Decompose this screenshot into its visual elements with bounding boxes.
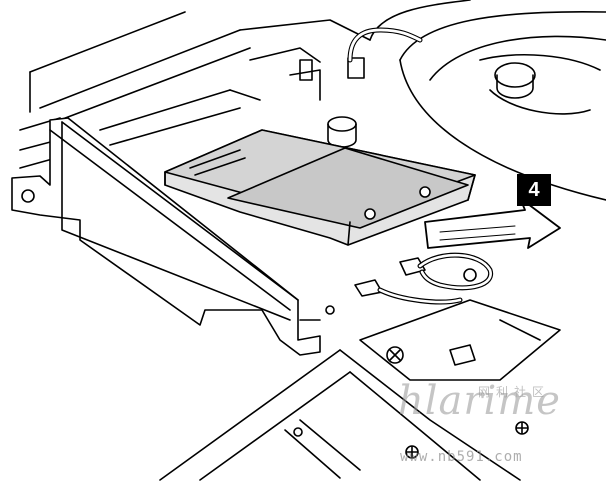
wireless-card [164,129,476,246]
chassis-outline [29,11,521,481]
watermark-url: www.nb591.com [400,449,523,465]
watermark-logo-text: hlarime [398,378,561,424]
top-cable [347,27,423,63]
lower-board [293,299,561,459]
antenna-cables [354,252,494,305]
step-number-badge: 4 [517,174,551,206]
bracket [11,117,321,356]
removal-arrow [424,197,561,249]
capacitor [327,116,357,148]
watermark-cjk-text: 网利社区 [478,385,551,399]
